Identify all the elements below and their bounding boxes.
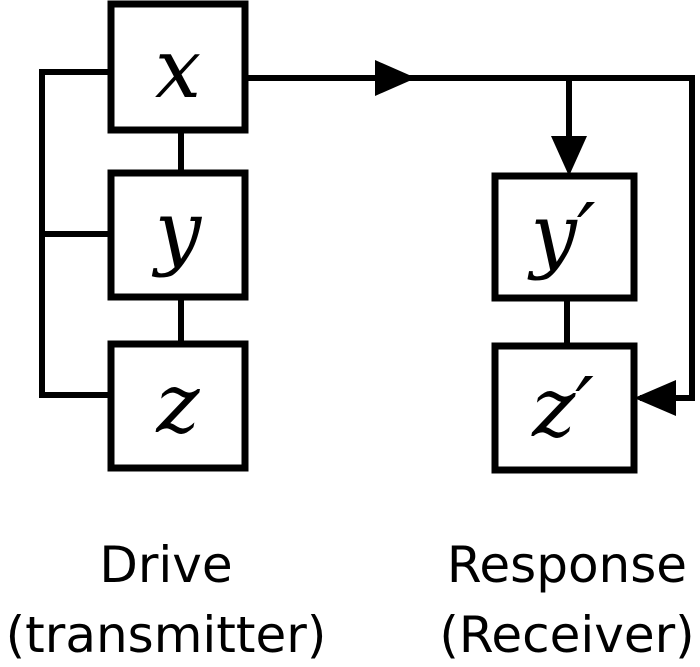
response-box-zprime: z′ (491, 342, 638, 474)
response-caption-sub: (Receiver) (439, 606, 694, 664)
response-caption: Response (447, 536, 687, 594)
response-box-yprime: y′ (491, 172, 638, 302)
drive-box-z: z (107, 340, 249, 472)
left-arrow-icon (634, 380, 676, 416)
drive-x-label: x (155, 22, 201, 117)
response-yprime-label: y′ (527, 187, 596, 282)
drive-caption-sub: (transmitter) (6, 606, 327, 664)
response-zprime-label: z′ (531, 361, 594, 456)
drive-y-label: y (151, 184, 203, 279)
drive-box-y: y (107, 169, 249, 301)
drive-feedback-line (39, 69, 111, 398)
drive-caption: Drive (99, 536, 232, 594)
signal-arrow-icon (375, 60, 416, 96)
down-arrow-icon (551, 136, 587, 176)
drive-box-x: x (107, 0, 249, 134)
drive-z-label: z (155, 357, 200, 452)
